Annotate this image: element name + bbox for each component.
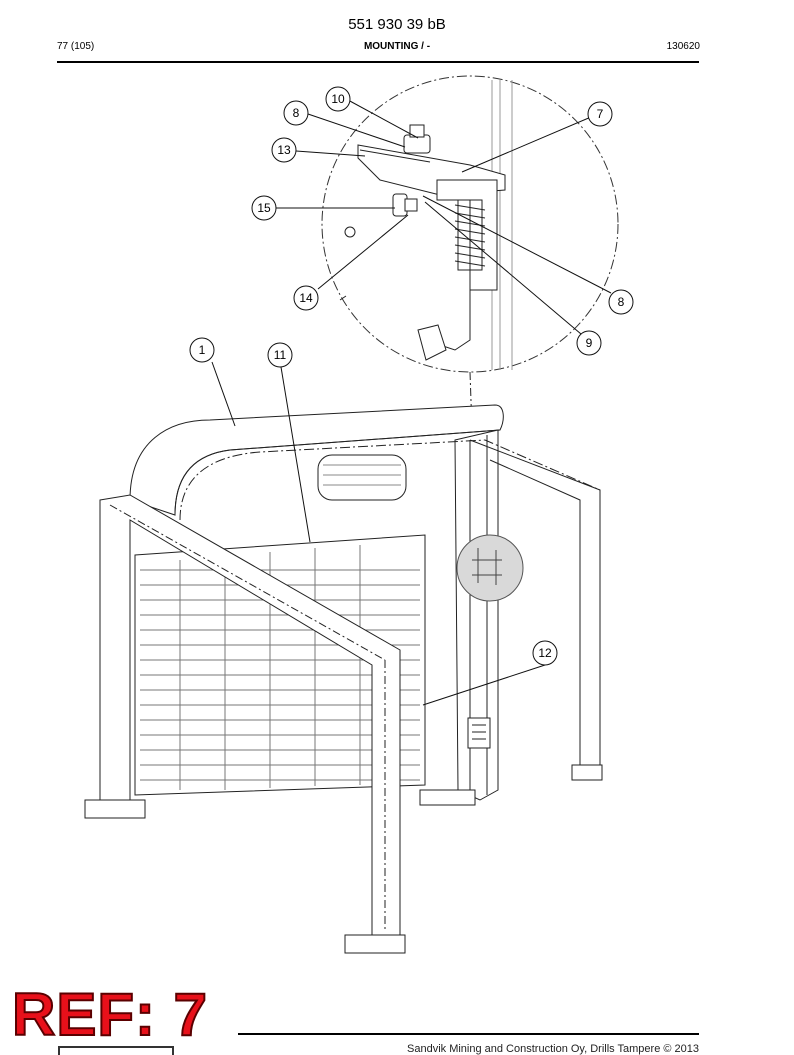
detail-view: [321, 75, 619, 431]
callout-15: 15: [251, 195, 277, 221]
callout-11: 11: [267, 342, 293, 368]
header-rule: [57, 61, 699, 63]
logo-partial: [58, 1046, 174, 1055]
date-code: 130620: [666, 41, 700, 52]
cab-frame-assembly: [84, 404, 603, 954]
callout-14: 14: [293, 285, 319, 311]
section-title: MOUNTING / -: [363, 41, 431, 52]
svg-text:10: 10: [331, 92, 345, 106]
ref-badge: REF: 7: [11, 981, 209, 1048]
leader-lines: [211, 99, 612, 706]
callout-8-top: 8: [283, 100, 309, 126]
svg-text:11: 11: [274, 348, 287, 362]
svg-text:8: 8: [618, 295, 625, 309]
callout-8-right: 8: [608, 289, 634, 315]
callout-12: 12: [532, 640, 558, 666]
svg-text:9: 9: [586, 336, 593, 350]
copyright-text: Sandvik Mining and Construction Oy, Dril…: [407, 1043, 699, 1055]
svg-text:13: 13: [277, 143, 291, 157]
svg-text:14: 14: [299, 291, 313, 305]
page-number: 77 (105): [57, 41, 95, 52]
callout-13: 13: [271, 137, 297, 163]
svg-text:8: 8: [293, 106, 300, 120]
svg-text:7: 7: [597, 107, 604, 121]
callout-1: 1: [189, 337, 215, 363]
callout-10: 10: [325, 86, 351, 112]
callout-9: 9: [576, 330, 602, 356]
footer-rule: [238, 1033, 699, 1035]
svg-text:15: 15: [257, 201, 271, 215]
callout-7: 7: [587, 101, 613, 127]
svg-text:12: 12: [538, 646, 552, 660]
document-number: 551 930 39 bB: [348, 16, 446, 33]
svg-text:1: 1: [199, 343, 206, 357]
